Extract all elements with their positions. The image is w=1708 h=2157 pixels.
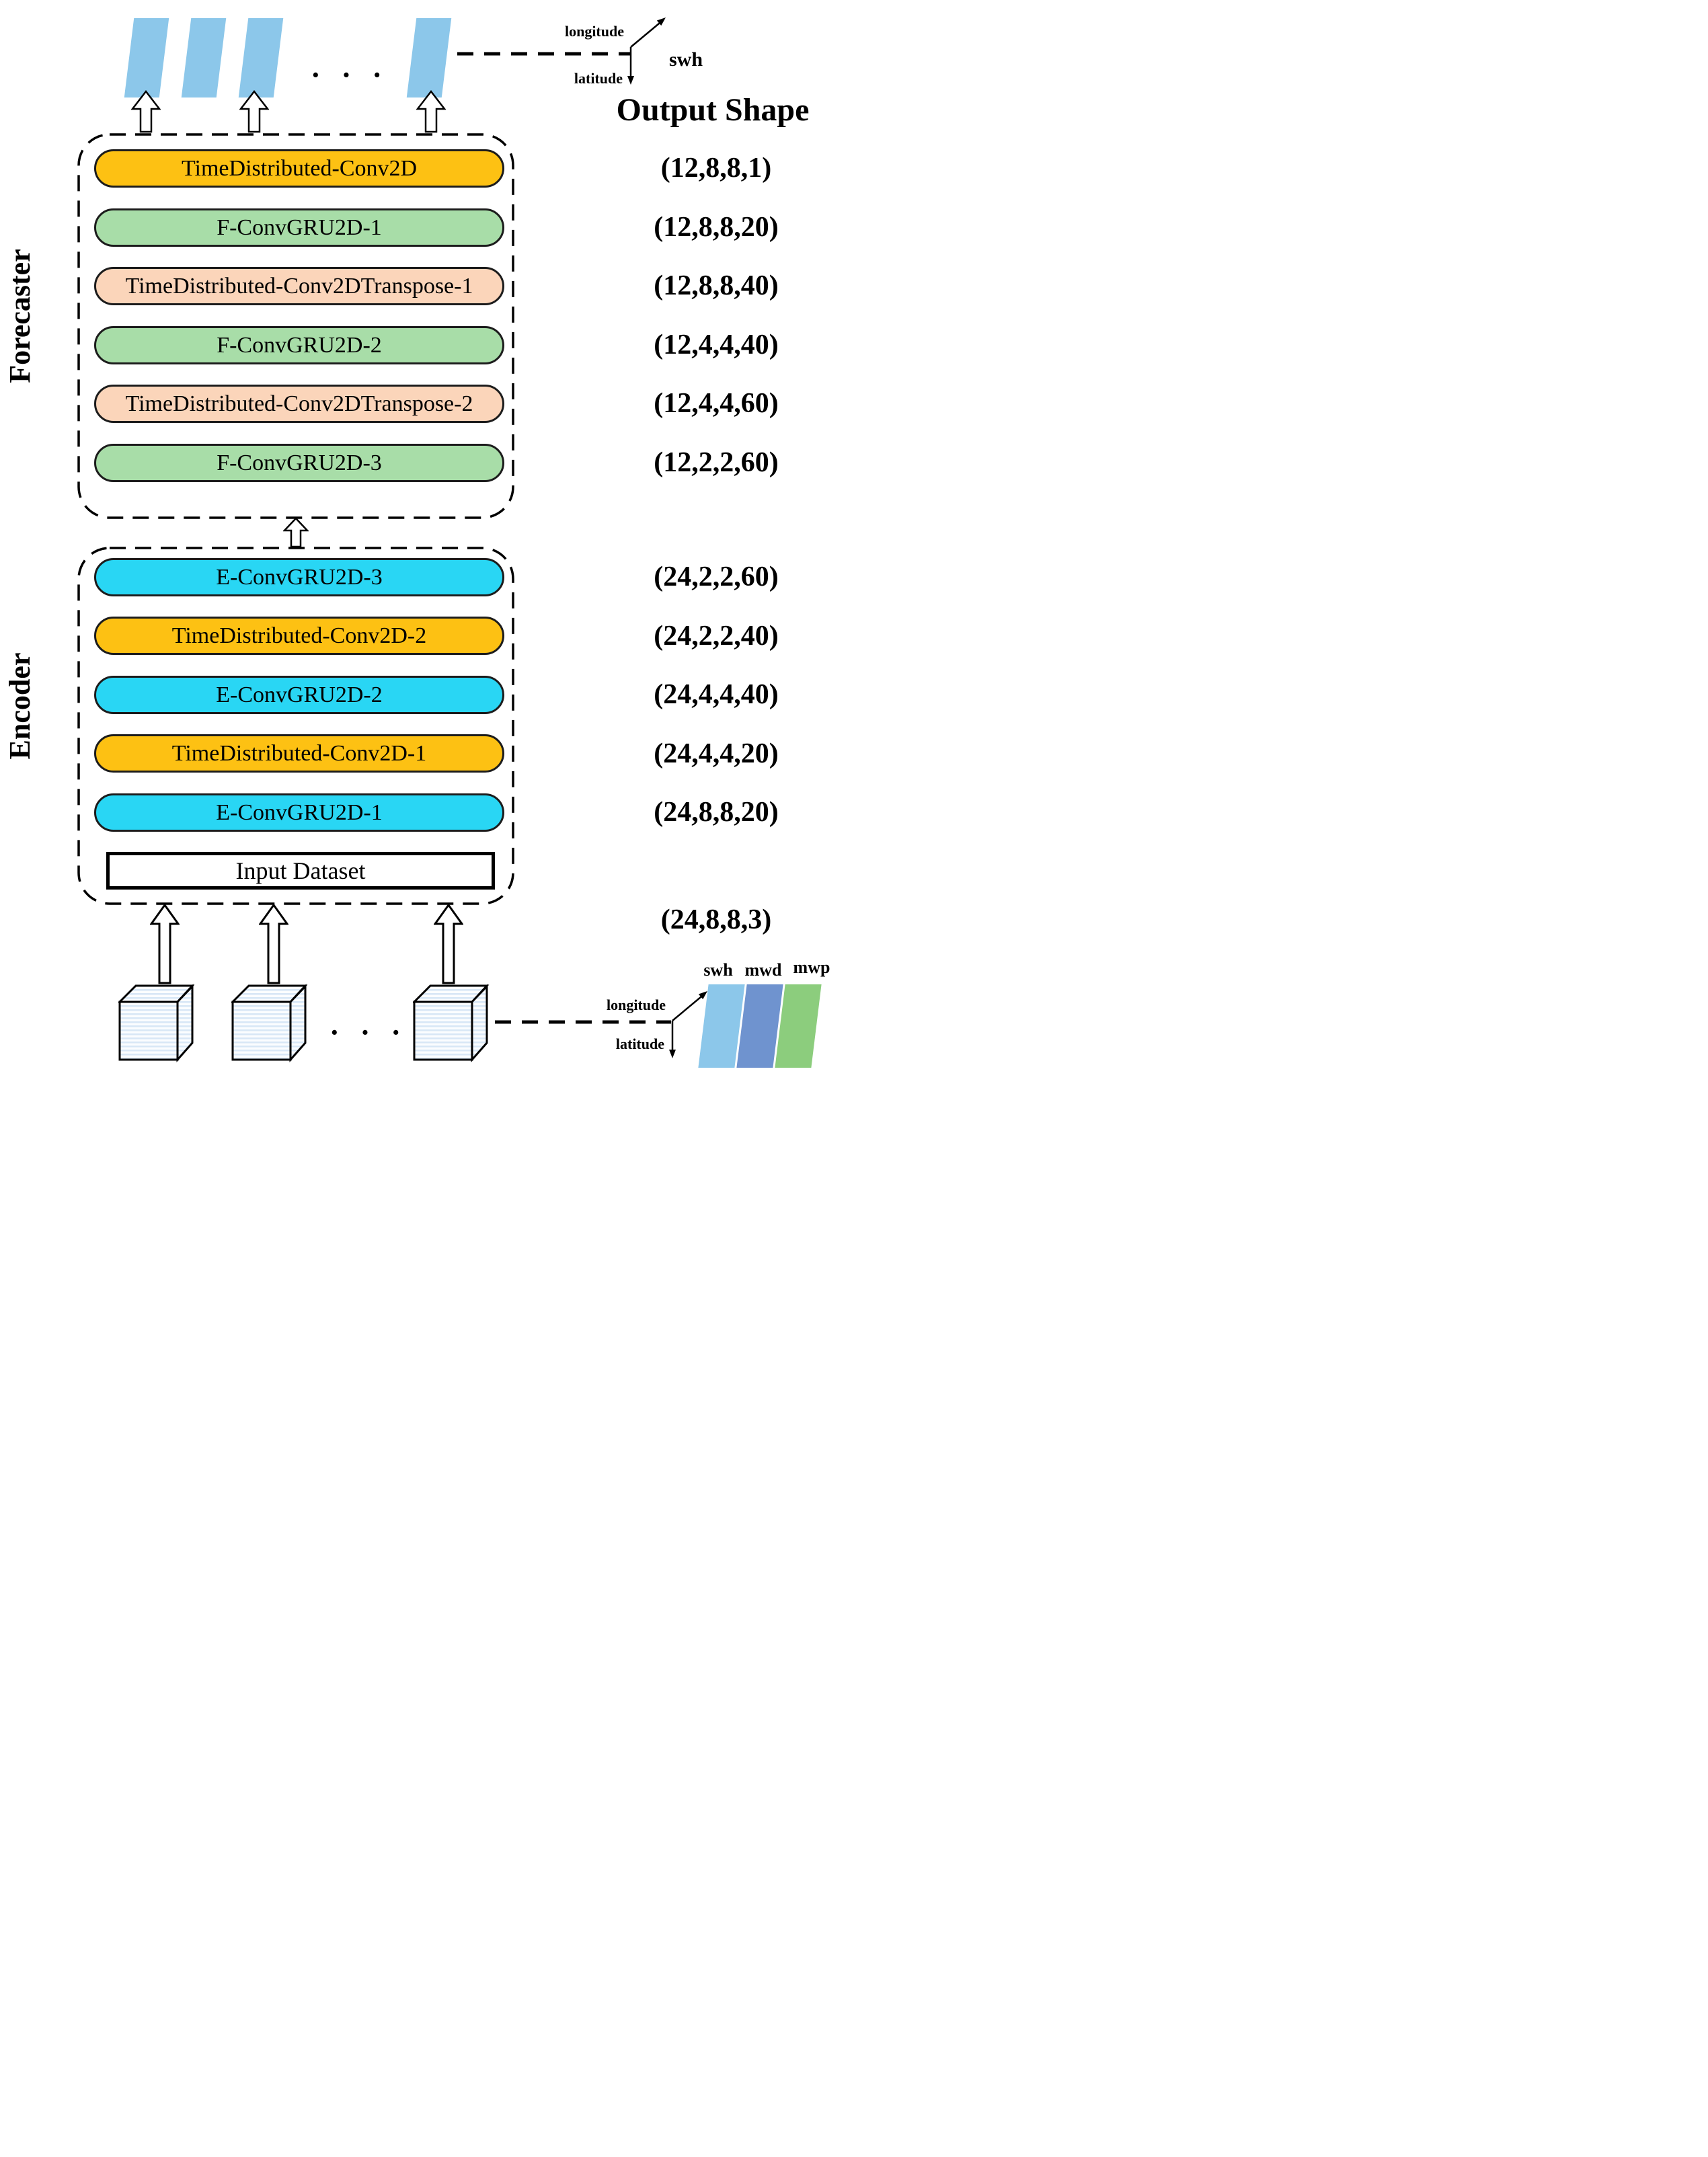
layer-f-convgru2d-3: F-ConvGRU2D-3	[94, 444, 504, 482]
layer-label: F-ConvGRU2D-1	[217, 214, 382, 240]
up-arrow-icon	[283, 517, 309, 548]
input-dataset-label: Input Dataset	[235, 857, 366, 884]
axis-arrows-icon	[627, 17, 666, 85]
output-shape-value: (24,8,8,20)	[654, 797, 779, 828]
layer-e-convgru2d-3: E-ConvGRU2D-3	[94, 558, 504, 596]
output-shape-value: (12,2,2,60)	[654, 447, 779, 478]
layer-e-convgru2d-2: E-ConvGRU2D-2	[94, 676, 504, 714]
layer-label: E-ConvGRU2D-2	[216, 682, 383, 707]
longitude-axis-label: longitude	[606, 996, 666, 1013]
output-shape-value: (24,4,4,40)	[654, 679, 779, 710]
layer-label: TimeDistributed-Conv2DTranspose-2	[125, 391, 473, 416]
output-frame-icon	[181, 18, 227, 97]
up-arrow-icon	[434, 904, 463, 984]
mwp-frame-icon	[775, 984, 822, 1068]
layer-label: E-ConvGRU2D-3	[216, 564, 383, 590]
dashed-connector	[495, 1020, 671, 1024]
data-cube-icon	[231, 984, 308, 1062]
output-shape-value: (12,4,4,60)	[654, 388, 779, 419]
output-shape-value: (24,4,4,20)	[654, 738, 779, 769]
output-shape-value: (24,8,8,3)	[660, 904, 772, 935]
layer-label: F-ConvGRU2D-3	[217, 450, 382, 475]
architecture-diagram: · · · longitude latitude swh Output Shap…	[0, 0, 854, 1078]
layer-f-convgru2d-2: F-ConvGRU2D-2	[94, 326, 504, 364]
layer-timedistributed-conv2dtranspose-1: TimeDistributed-Conv2DTranspose-1	[94, 267, 504, 305]
up-arrow-icon	[259, 904, 288, 984]
up-arrow-icon	[239, 90, 269, 133]
layer-timedistributed-conv2dtranspose-2: TimeDistributed-Conv2DTranspose-2	[94, 385, 504, 423]
forecaster-side-label: Forecaster	[3, 249, 36, 383]
layer-e-convgru2d-1: E-ConvGRU2D-1	[94, 793, 504, 832]
output-frame-icon	[124, 18, 169, 97]
ellipsis-dots: · · ·	[311, 58, 389, 91]
layer-timedistributed-conv2d-2: TimeDistributed-Conv2D-2	[94, 617, 504, 655]
layer-timedistributed-conv2d: TimeDistributed-Conv2D	[94, 149, 504, 188]
axis-arrows-icon	[669, 991, 707, 1058]
ellipsis-dots: · · ·	[329, 1016, 408, 1049]
latitude-axis-label: latitude	[574, 70, 623, 87]
output-shape-value: (24,2,2,60)	[654, 561, 779, 592]
output-frame-icon	[406, 18, 452, 97]
mwp-input-label: mwp	[793, 957, 830, 977]
swh-input-label: swh	[703, 960, 733, 980]
data-cube-icon	[118, 984, 195, 1062]
layer-label: TimeDistributed-Conv2D-2	[171, 623, 427, 648]
mwd-input-label: mwd	[744, 960, 782, 980]
layer-label: TimeDistributed-Conv2D	[181, 155, 418, 181]
layer-label: TimeDistributed-Conv2D-1	[171, 740, 427, 766]
up-arrow-icon	[131, 90, 161, 133]
swh-output-label: swh	[668, 48, 703, 71]
dashed-connector	[457, 52, 631, 56]
input-dataset-box: Input Dataset	[106, 852, 495, 890]
layer-label: F-ConvGRU2D-2	[217, 332, 382, 358]
data-cube-icon	[413, 984, 490, 1062]
output-shape-value: (12,8,8,20)	[654, 212, 779, 243]
output-shape-value: (12,8,8,1)	[660, 153, 772, 184]
latitude-axis-label: latitude	[615, 1035, 664, 1052]
output-shape-value: (12,4,4,40)	[654, 329, 779, 360]
longitude-axis-label: longitude	[564, 23, 624, 40]
layer-label: TimeDistributed-Conv2DTranspose-1	[125, 273, 473, 299]
up-arrow-icon	[150, 904, 180, 984]
output-frame-icon	[238, 18, 284, 97]
layer-label: E-ConvGRU2D-1	[216, 799, 383, 825]
output-shape-value: (12,8,8,40)	[654, 270, 779, 301]
layer-f-convgru2d-1: F-ConvGRU2D-1	[94, 208, 504, 247]
encoder-side-label: Encoder	[3, 652, 36, 760]
output-shape-value: (24,2,2,40)	[654, 621, 779, 652]
up-arrow-icon	[416, 90, 446, 133]
encoder-box	[77, 547, 514, 905]
output-shape-title: Output Shape	[616, 92, 810, 128]
layer-timedistributed-conv2d-1: TimeDistributed-Conv2D-1	[94, 734, 504, 773]
